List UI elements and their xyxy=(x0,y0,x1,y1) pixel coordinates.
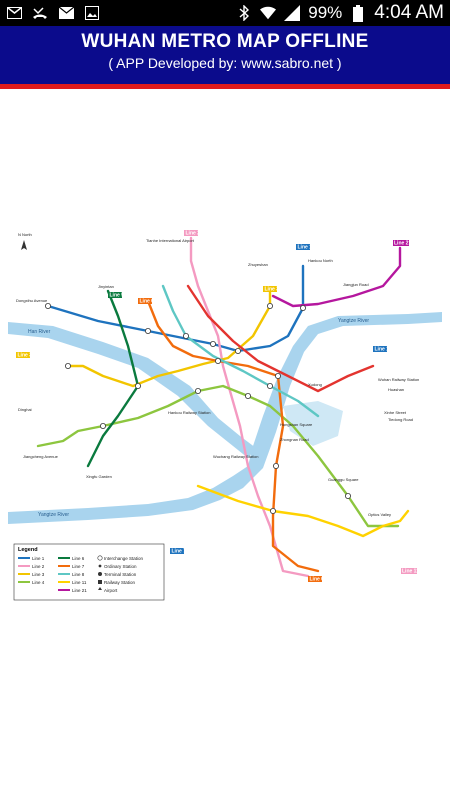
metro-line-3[interactable] xyxy=(66,290,272,388)
tag-line-3: Line 3 xyxy=(265,287,280,293)
north-label: N North xyxy=(18,232,32,237)
battery-icon xyxy=(350,4,366,22)
station-tiedong-road: Tiedong Road xyxy=(388,417,413,422)
station-guanggu-square: Guanggu Square xyxy=(328,477,359,482)
svg-text:Line 4: Line 4 xyxy=(32,580,45,585)
station-labels: Tianhe International Airport Hankou Rail… xyxy=(16,238,419,517)
station-zhuyeshan: Zhuyeshan xyxy=(248,262,268,267)
svg-text:Line 7: Line 7 xyxy=(72,564,85,569)
metro-line-11[interactable] xyxy=(196,484,410,538)
svg-text:Airport: Airport xyxy=(104,588,118,593)
river-label-yangtze-north: Yangtze River xyxy=(338,318,369,324)
station-wuhan-railway: Wuhan Railway Station xyxy=(378,377,419,382)
image-icon xyxy=(84,5,100,21)
station-xingfu-garden: Xingfu Garden xyxy=(86,474,112,479)
legend-title: Legend xyxy=(18,547,38,553)
svg-text:Railway Station: Railway Station xyxy=(104,580,136,585)
station-jinyintan: Jinyintan xyxy=(98,284,114,289)
metro-line-2[interactable] xyxy=(189,236,310,578)
station-xinhe-street: Xinhe Street xyxy=(384,410,407,415)
map-legend: Legend Line 1 Line 2 Line 3 Line 4 Line … xyxy=(13,543,165,601)
metro-line-5[interactable] xyxy=(186,284,375,393)
station-hankou-railway: Hankou Railway Station xyxy=(168,410,210,415)
header-accent-bar xyxy=(0,84,450,89)
station-wuchang-railway: Wuchang Railway Station xyxy=(213,454,259,459)
gmail-icon xyxy=(6,5,22,21)
metro-line-4[interactable] xyxy=(36,384,400,528)
river-label-yangtze-south: Yangtze River xyxy=(38,512,69,518)
missed-call-icon xyxy=(32,5,48,21)
tag-line-7-south: Line 6 xyxy=(310,577,325,583)
svg-text:Line 6: Line 6 xyxy=(72,556,85,561)
line-tags: Line 2 Line 1 Line 21 Line 5 Line 6 Line… xyxy=(16,230,419,583)
email-icon xyxy=(58,5,74,21)
river-label-han: Han River xyxy=(28,329,51,335)
yangtze-river xyxy=(8,312,442,524)
svg-text:Line 3: Line 3 xyxy=(32,572,45,577)
han-river xyxy=(8,322,256,458)
wifi-icon xyxy=(260,5,277,21)
tag-line-2: Line 2 xyxy=(186,231,201,237)
metro-line-21[interactable] xyxy=(271,246,402,308)
tag-line-3-west: Line 3 xyxy=(18,353,33,359)
tag-line-7: Line 6 xyxy=(140,299,155,305)
svg-text:Line 1: Line 1 xyxy=(32,556,45,561)
station-jiangcheng: Jiangcheng Avenue xyxy=(23,454,59,459)
svg-text:Interchange Station: Interchange Station xyxy=(104,556,144,561)
station-markers xyxy=(45,303,351,514)
station-dongxihu: Dongxihu Avenue xyxy=(16,298,48,303)
station-dinghai: Dinghai xyxy=(18,407,32,412)
svg-text:Line 21: Line 21 xyxy=(72,588,87,593)
svg-text:Ordinary Station: Ordinary Station xyxy=(104,564,137,569)
tag-line-1: Line 1 xyxy=(298,245,313,251)
east-lake xyxy=(283,401,343,446)
bluetooth-icon xyxy=(236,5,252,21)
station-zhongnan-road: Zhongnan Road xyxy=(280,437,309,442)
tag-line-8: Line 7 xyxy=(172,549,187,555)
metro-map[interactable]: N North Yangtze River Han River Yangtze … xyxy=(8,226,442,602)
station-hongshan-square: Hongshan Square xyxy=(280,422,313,427)
station-huashan: Huashan xyxy=(388,387,404,392)
svg-text:Line 8: Line 8 xyxy=(72,572,85,577)
station-hankou-north: Hankou North xyxy=(308,258,333,263)
svg-text:Terminal Station: Terminal Station xyxy=(104,572,137,577)
app-header: WUHAN METRO MAP OFFLINE ( APP Developed … xyxy=(0,26,450,84)
svg-text:Line 11: Line 11 xyxy=(72,580,87,585)
metro-map-svg[interactable]: N North Yangtze River Han River Yangtze … xyxy=(8,226,442,602)
tag-line-1-east: Line 1 xyxy=(375,347,390,353)
station-jiangjun-road: Jiangjun Road xyxy=(343,282,369,287)
tag-line-6: Line 5 xyxy=(110,293,125,299)
tag-line-21: Line 21 xyxy=(394,241,411,247)
metro-line-1[interactable] xyxy=(46,264,305,353)
clock: 4:04 AM xyxy=(374,2,444,23)
signal-icon xyxy=(284,5,301,21)
tag-line-11: Line 11 xyxy=(402,569,419,575)
metro-line-8[interactable] xyxy=(161,284,320,418)
station-airport: Tianhe International Airport xyxy=(146,238,195,243)
north-arrow: N North xyxy=(18,232,32,250)
battery-percent: 99% xyxy=(308,3,343,22)
station-xudong: Xudong xyxy=(308,382,322,387)
app-subtitle: ( APP Developed by: www.sabro.net ) xyxy=(108,55,342,71)
station-optics-valley: Optics Valley xyxy=(368,512,391,517)
svg-text:Line 2: Line 2 xyxy=(32,564,45,569)
status-bar: 99% 4:04 AM xyxy=(0,0,450,26)
app-title: WUHAN METRO MAP OFFLINE xyxy=(81,31,369,52)
